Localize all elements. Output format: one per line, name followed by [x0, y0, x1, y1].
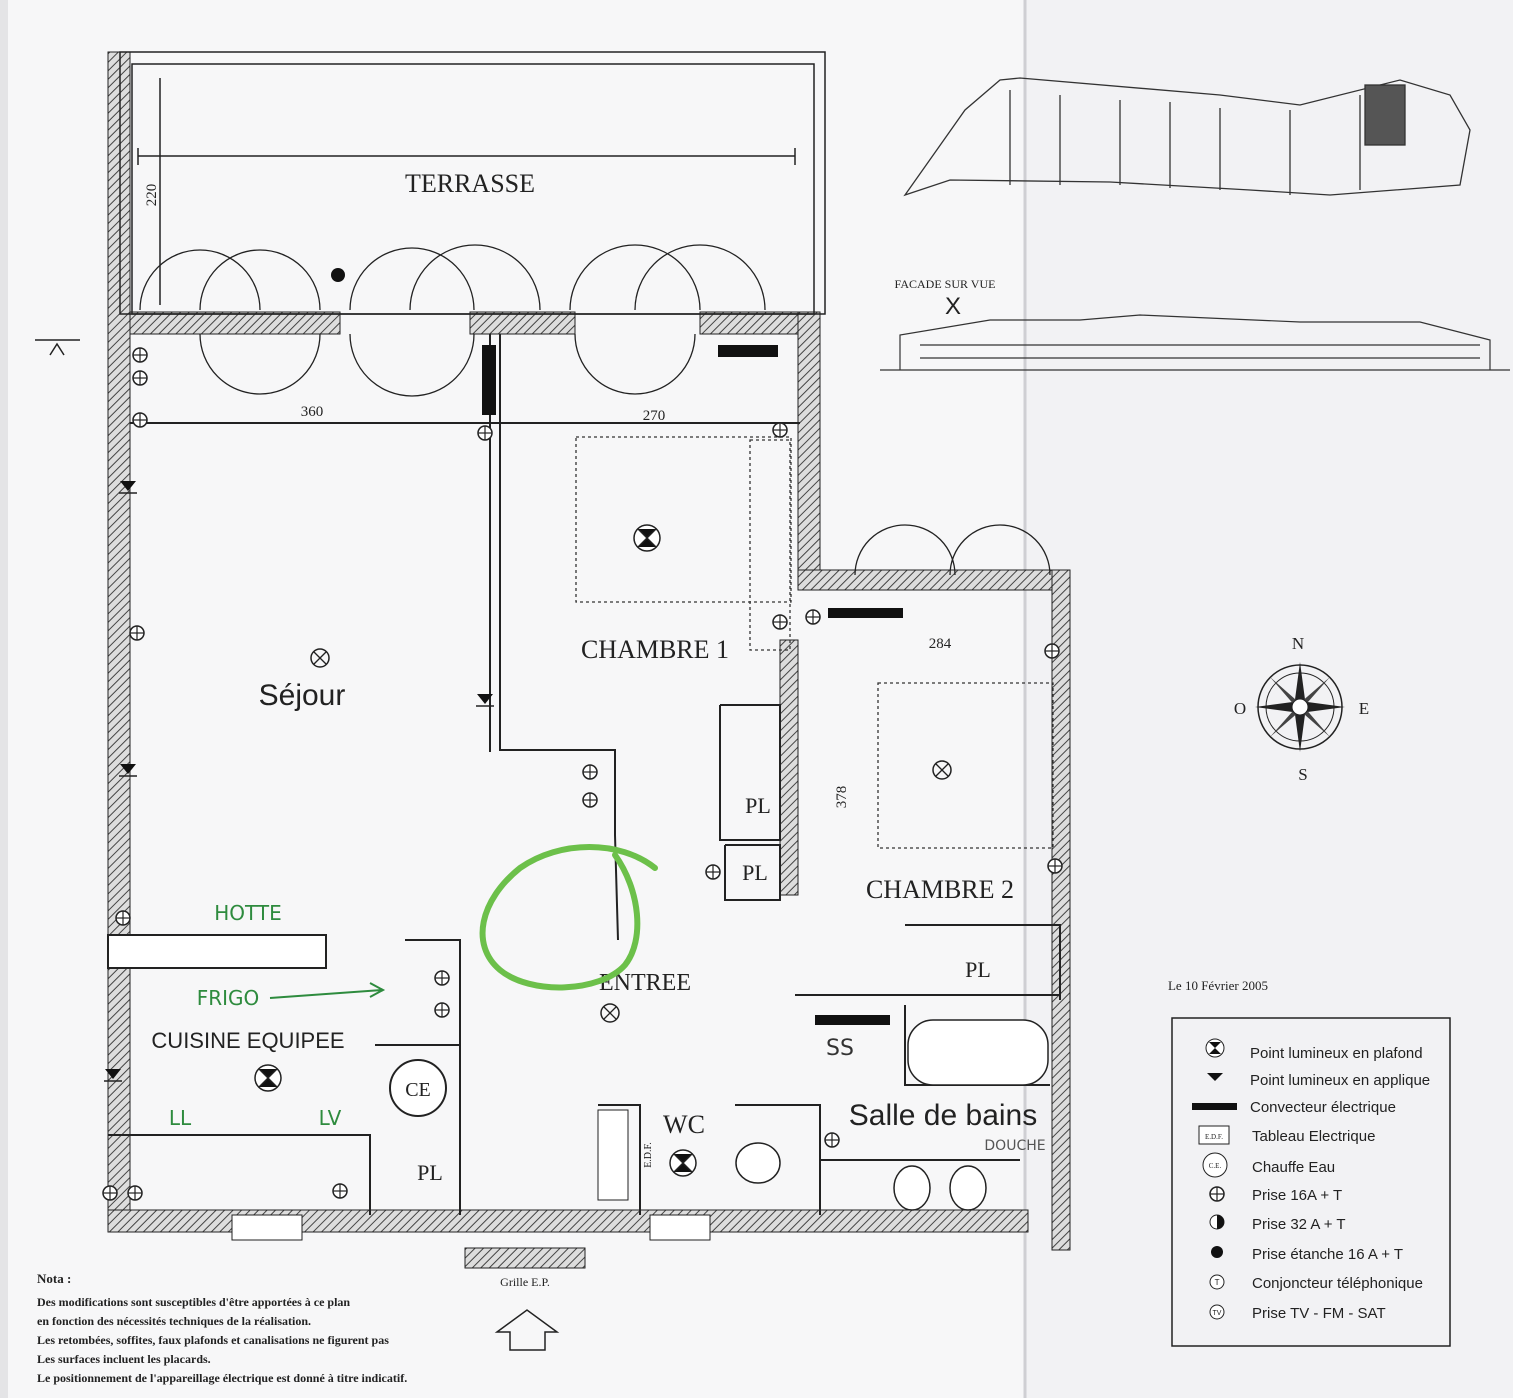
sink-right [949, 1165, 987, 1211]
facade-label: FACADE SUR VUE [895, 277, 996, 291]
dimension-220: 220 [144, 184, 160, 207]
grille-ep [464, 1247, 586, 1269]
closet-pl-chambre2: PL [965, 957, 991, 982]
dimension-378: 378 [834, 786, 850, 809]
nota-block: Nota : Des modifications sont susceptibl… [37, 1271, 407, 1385]
level-marker [35, 339, 80, 356]
legend-item-6: Prise 32 A + T [1252, 1216, 1346, 1233]
svg-text:TV: TV [1213, 1310, 1222, 1317]
nota-line: Des modifications sont susceptibles d'êt… [37, 1295, 350, 1309]
facade-elevation [880, 314, 1510, 371]
legend-item-9: Prise TV - FM - SAT [1252, 1305, 1386, 1322]
room-chambre-2: CHAMBRE 2 [866, 875, 1014, 904]
compass-north: N [1292, 634, 1304, 653]
dimension-270: 270 [643, 408, 666, 424]
convector-sdb [815, 1015, 890, 1025]
nota-line: Les retombées, soffites, faux plafonds e… [37, 1333, 389, 1347]
highlight-circle [479, 844, 658, 991]
dimension-360: 360 [301, 404, 324, 420]
legend-item-7: Prise étanche 16 A + T [1252, 1246, 1403, 1263]
terrace-frame [119, 51, 826, 315]
edf-label: E.D.F. [643, 1142, 654, 1168]
ceiling-light-icon [669, 1149, 697, 1177]
legend-item-2: Convecteur électrique [1250, 1099, 1396, 1116]
legend-item-5: Prise 16A + T [1252, 1187, 1342, 1204]
bed-outlines [575, 436, 1054, 849]
note-douche: DOUCHE [984, 1138, 1045, 1154]
interior-partitions [107, 334, 1061, 1215]
terrace-door-swings [139, 244, 1051, 576]
edf-panel [597, 1109, 629, 1201]
room-wc: WC [663, 1110, 705, 1139]
room-chambre-1: CHAMBRE 1 [581, 635, 729, 664]
electrical-symbols [102, 268, 1063, 1201]
closet-pl-chambre1: PL [745, 793, 771, 818]
note-frigo: FRIGO [197, 986, 260, 1010]
water-heater-label: CE [405, 1079, 431, 1101]
entrance-arrow-icon [494, 1309, 560, 1351]
legend-item-0: Point lumineux en plafond [1250, 1045, 1423, 1062]
legend-ce-abbr: C.E. [1209, 1162, 1222, 1170]
compass-west: O [1234, 699, 1246, 718]
bathtub [907, 1019, 1049, 1086]
compass-rose-icon [1255, 662, 1345, 752]
closet-pl-entree: PL [742, 860, 768, 885]
room-cuisine: CUISINE EQUIPEE [151, 1028, 344, 1053]
room-salle-de-bains: Salle de bains [849, 1099, 1037, 1132]
nota-line: Le positionnement de l'appareillage élec… [37, 1371, 407, 1385]
sink-left [893, 1165, 931, 1211]
dimension-284: 284 [929, 636, 952, 652]
legend-item-4: Chauffe Eau [1252, 1159, 1335, 1176]
convector-sejour [482, 345, 496, 415]
legend-item-3: Tableau Electrique [1252, 1128, 1375, 1145]
closet-pl-cuisine: PL [417, 1160, 443, 1185]
nota-line: Les surfaces incluent les placards. [37, 1352, 211, 1366]
water-heater [389, 1059, 447, 1117]
convector-chambre2 [828, 608, 903, 618]
note-ss: SS [826, 1036, 854, 1061]
nota-line: en fonction des nécessités techniques de… [37, 1314, 311, 1328]
vent-wc [649, 1214, 711, 1241]
legend-item-1: Point lumineux en applique [1250, 1072, 1430, 1089]
room-terrasse: TERRASSE [405, 169, 535, 198]
compass-south: S [1298, 765, 1307, 784]
facade-marker: X [945, 293, 961, 320]
nota-title: Nota : [37, 1271, 71, 1286]
building-perspective [903, 77, 1471, 197]
grille-label: Grille E.P. [500, 1275, 550, 1289]
note-lv: LV [319, 1106, 342, 1130]
note-hotte: HOTTE [214, 901, 282, 925]
compass-east: E [1359, 699, 1369, 718]
plan-date: Le 10 Février 2005 [1168, 978, 1268, 993]
frigo-arrow [269, 982, 386, 999]
svg-text:T: T [1215, 1278, 1220, 1287]
legend-edf-abbr: E.D.F. [1205, 1133, 1223, 1141]
vent [231, 1214, 303, 1241]
ceiling-light-icon [633, 524, 661, 552]
ceiling-light-icon [254, 1064, 282, 1092]
toilet [735, 1142, 781, 1184]
room-sejour: Séjour [259, 679, 346, 712]
legend: E.D.F. C.E. T TV Point lumineux en plafo… [1171, 1017, 1451, 1347]
convector-chambre1 [718, 345, 778, 357]
note-ll: LL [169, 1106, 192, 1130]
legend-item-8: Conjoncteur téléphonique [1252, 1275, 1423, 1292]
